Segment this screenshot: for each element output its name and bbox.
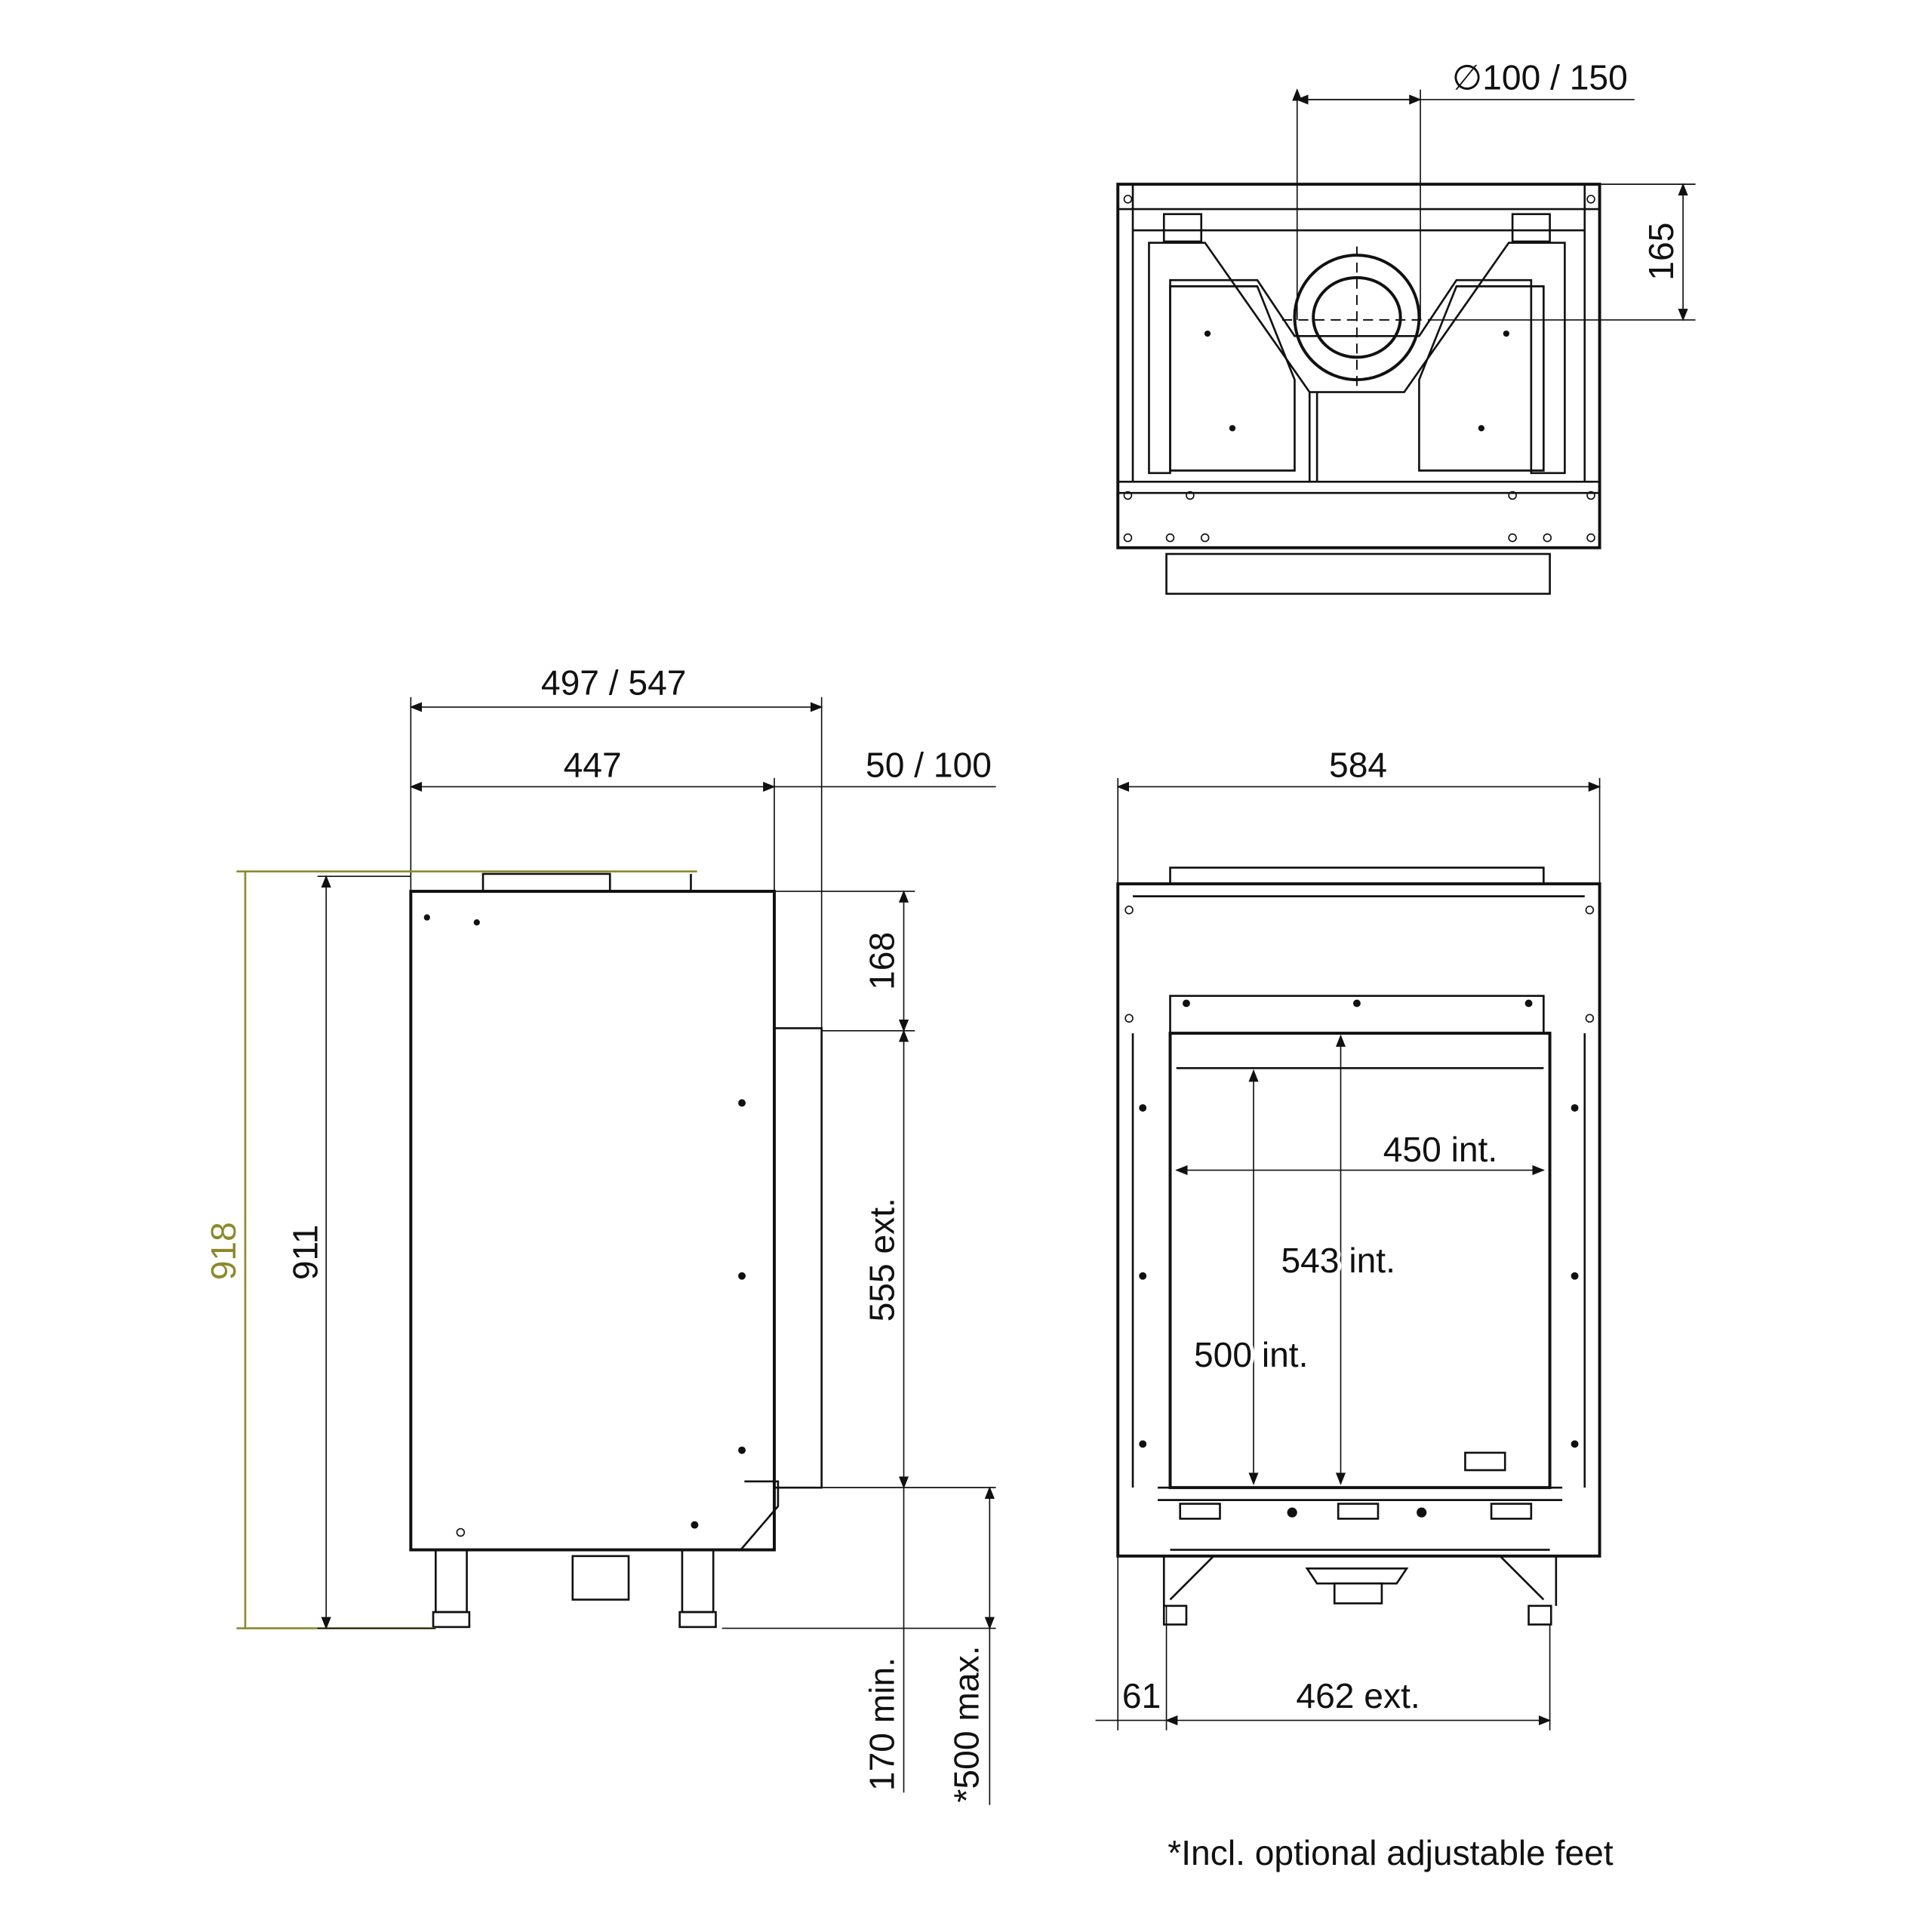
flue-offset-label: 165 (1641, 223, 1681, 281)
bracket-right (1511, 213, 1551, 243)
side-leg-right (681, 1549, 715, 1614)
top-section-label: 168 (862, 932, 901, 990)
front-outline (1116, 882, 1601, 1558)
front-foot-right (1527, 1604, 1552, 1626)
floor-min-label: 170 min. (862, 1657, 901, 1791)
int-width-label: 450 int. (1383, 1130, 1497, 1169)
width-label: 584 (1329, 745, 1387, 784)
depth-total-label: 497 / 547 (541, 663, 687, 702)
front-foot-left (1162, 1604, 1188, 1626)
height-total-label: 918 (204, 1222, 243, 1280)
side-leg-left (435, 1549, 468, 1614)
side-view: 497 / 547 447 50 / 100 918 911 168 555 e… (204, 663, 996, 1805)
top-view: ∅100 / 150 165 (1116, 58, 1696, 595)
side-body (409, 890, 776, 1552)
front-view: 584 450 int. 543 int. 500 int. 61 462 ex… (1095, 745, 1601, 1730)
floor-max-label: *500 max. (946, 1646, 986, 1803)
side-valve (571, 1555, 630, 1601)
int-glass-label: 500 int. (1194, 1335, 1308, 1374)
height-body-label: 911 (286, 1225, 325, 1281)
flue-inner-circle (1312, 275, 1402, 359)
bracket-left (1162, 213, 1203, 243)
opening-height-label: 555 ext. (862, 1198, 901, 1321)
footnote: *Incl. optional adjustable feet (1168, 1833, 1614, 1872)
ext-width-label: 462 ext. (1296, 1676, 1420, 1715)
side-offset-label: 61 (1122, 1676, 1161, 1715)
top-view-tray (1165, 552, 1551, 595)
front-projection-label: 50 / 100 (866, 745, 992, 784)
int-height-label: 543 int. (1281, 1241, 1395, 1280)
flue-diameter-label: ∅100 / 150 (1452, 58, 1628, 97)
depth-body-label: 447 (564, 745, 622, 784)
top-view-outline (1116, 183, 1601, 549)
front-valve (1333, 1582, 1383, 1604)
